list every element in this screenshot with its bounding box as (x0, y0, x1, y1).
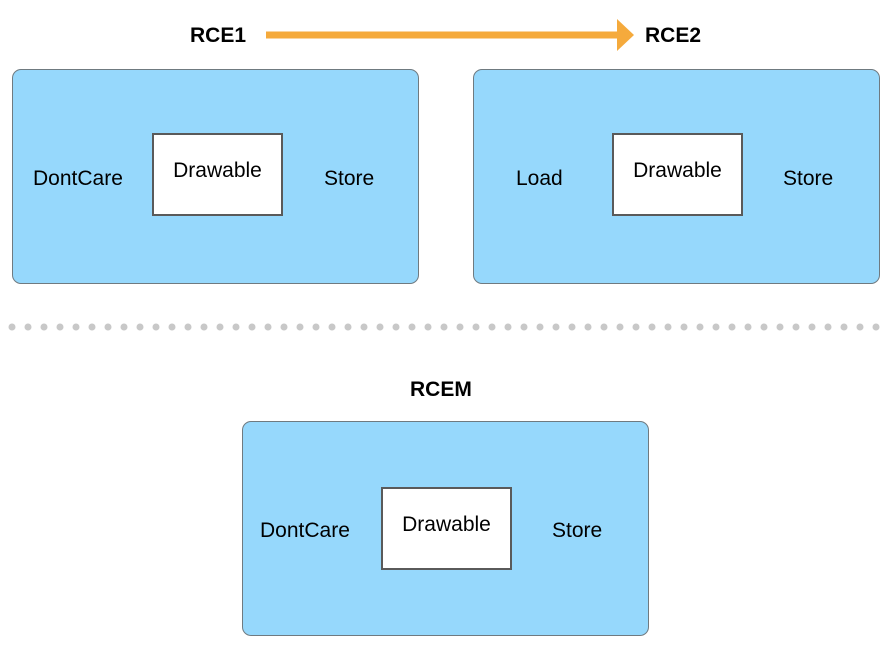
separator-dot (280, 323, 288, 331)
separator-dot (600, 323, 608, 331)
separator-dot (696, 323, 704, 331)
separator-dot (40, 323, 48, 331)
drawable-label: Drawable (402, 512, 491, 536)
load-action-label: Load (516, 167, 563, 190)
dotted-separator (8, 323, 880, 331)
separator-dot (232, 323, 240, 331)
separator-dot (744, 323, 752, 331)
separator-dot (632, 323, 640, 331)
separator-dot (8, 323, 16, 331)
drawable-box: Drawable (152, 133, 283, 216)
separator-dot (376, 323, 384, 331)
separator-dot (56, 323, 64, 331)
separator-dot (248, 323, 256, 331)
separator-dot (776, 323, 784, 331)
separator-dot (72, 323, 80, 331)
store-action-label: Store (783, 167, 834, 190)
separator-dot (840, 323, 848, 331)
separator-dot (536, 323, 544, 331)
separator-dot (472, 323, 480, 331)
separator-dot (216, 323, 224, 331)
separator-dot (872, 323, 880, 331)
load-action-label: DontCare (33, 167, 123, 190)
separator-dot (296, 323, 304, 331)
separator-dot (680, 323, 688, 331)
separator-dot (312, 323, 320, 331)
separator-dot (344, 323, 352, 331)
separator-dot (184, 323, 192, 331)
load-action-label: DontCare (260, 519, 350, 542)
separator-dot (152, 323, 160, 331)
drawable-label: Drawable (173, 158, 262, 182)
separator-dot (488, 323, 496, 331)
store-action-label: Store (324, 167, 375, 190)
separator-dot (200, 323, 208, 331)
separator-dot (616, 323, 624, 331)
separator-dot (392, 323, 400, 331)
heading-rce1: RCE1 (190, 24, 247, 47)
heading-rcem: RCEM (410, 378, 472, 401)
separator-dot (408, 323, 416, 331)
separator-dot (104, 323, 112, 331)
panel-rcem: DontCare Drawable Store (242, 421, 649, 636)
drawable-label: Drawable (633, 158, 722, 182)
separator-dot (264, 323, 272, 331)
panel-rce2: Load Drawable Store (473, 69, 880, 284)
heading-rce2: RCE2 (645, 24, 702, 47)
drawable-box: Drawable (381, 487, 512, 570)
separator-dot (792, 323, 800, 331)
panel-rce1: DontCare Drawable Store (12, 69, 419, 284)
separator-dot (552, 323, 560, 331)
separator-dot (520, 323, 528, 331)
separator-dot (424, 323, 432, 331)
separator-dot (328, 323, 336, 331)
separator-dot (136, 323, 144, 331)
separator-dot (760, 323, 768, 331)
separator-dot (648, 323, 656, 331)
separator-dot (88, 323, 96, 331)
separator-dot (856, 323, 864, 331)
separator-dot (664, 323, 672, 331)
store-action-label: Store (552, 519, 603, 542)
separator-dot (440, 323, 448, 331)
arrow-right-icon (266, 19, 634, 51)
separator-dot (568, 323, 576, 331)
drawable-box: Drawable (612, 133, 743, 216)
separator-dot (808, 323, 816, 331)
separator-dot (584, 323, 592, 331)
separator-dot (360, 323, 368, 331)
arrow-head (617, 19, 634, 51)
separator-dot (456, 323, 464, 331)
separator-dot (168, 323, 176, 331)
separator-dot (824, 323, 832, 331)
separator-dot (712, 323, 720, 331)
separator-dot (728, 323, 736, 331)
separator-dot (24, 323, 32, 331)
separator-dot (504, 323, 512, 331)
separator-dot (120, 323, 128, 331)
